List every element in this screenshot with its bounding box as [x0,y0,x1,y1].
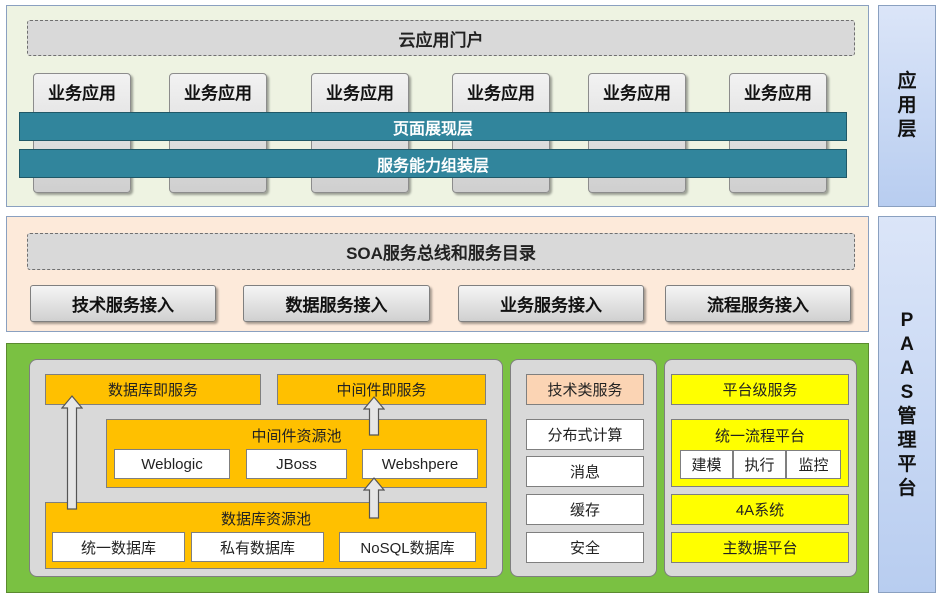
private-database-item: 私有数据库 [191,532,324,562]
master-data-platform-item: 主数据平台 [671,532,849,563]
cloud-portal: 云应用门户 [27,20,855,56]
soa-service-bus: SOA服务总线和服务目录 [27,233,855,270]
modeling-item: 建模 [680,450,733,479]
data-service-access: 数据服务接入 [243,285,430,322]
service-assembly-layer-band: 服务能力组装层 [19,149,847,178]
websphere-item: Webshpere [362,449,478,479]
monitoring-item: 监控 [786,450,841,479]
platform-services-title: 平台级服务 [671,374,849,405]
weblogic-item: Weblogic [114,449,230,479]
execution-item: 执行 [733,450,786,479]
cache-item: 缓存 [526,494,644,525]
arrow-up-icon [61,395,83,510]
workflow-platform-title: 统一流程平台 [714,428,805,445]
business-service-access: 业务服务接入 [458,285,644,322]
technical-services-title: 技术类服务 [526,374,644,405]
database-pool-title: 数据库资源池 [220,511,311,528]
database-as-a-service: 数据库即服务 [45,374,261,405]
unified-database-item: 统一数据库 [52,532,185,562]
messaging-item: 消息 [526,456,644,487]
jboss-item: JBoss [246,449,347,479]
presentation-layer-band: 页面展现层 [19,112,847,141]
application-layer-label: 应 用 层 [878,5,936,207]
arrow-up-icon [363,396,385,436]
nosql-database-item: NoSQL数据库 [339,532,476,562]
distributed-computing-item: 分布式计算 [526,419,644,450]
middleware-as-a-service: 中间件即服务 [277,374,486,405]
arrow-up-icon [363,477,385,519]
process-service-access: 流程服务接入 [665,285,851,322]
4a-system-item: 4A系统 [671,494,849,525]
security-item: 安全 [526,532,644,563]
tech-service-access: 技术服务接入 [30,285,216,322]
paas-platform-label: P A A S 管 理 平 台 [878,216,936,593]
middleware-pool-title: 中间件资源池 [251,428,342,445]
